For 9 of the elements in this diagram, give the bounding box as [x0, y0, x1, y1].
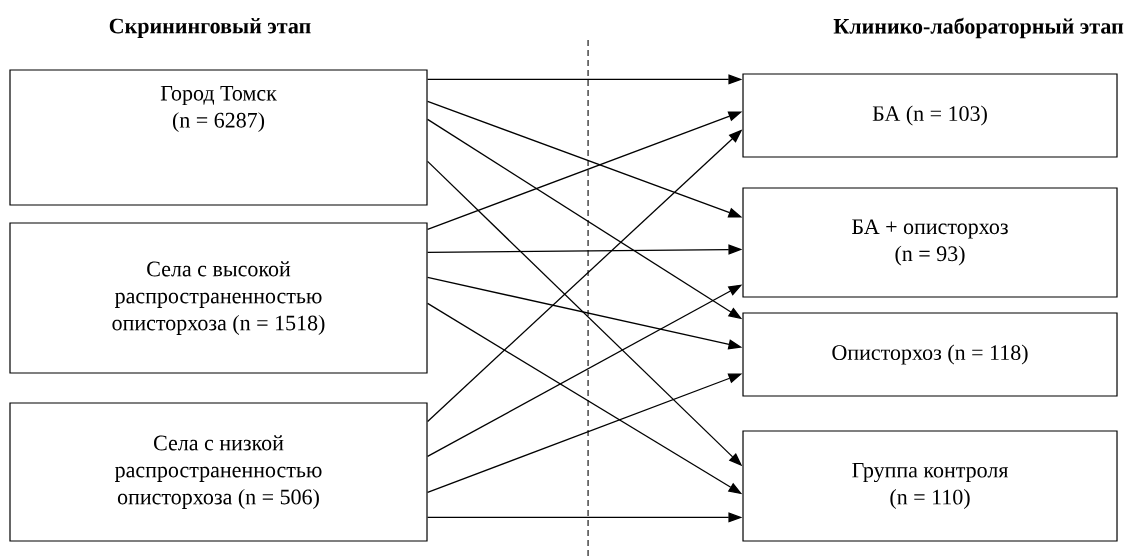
- box: БА (n = 103): [742, 73, 1118, 158]
- column-heading: Клинико-лабораторный этап: [833, 17, 1124, 39]
- box: Описторхоз (n = 118): [742, 312, 1118, 397]
- box: Села с высокой распространенностью описторхоза (n = 1518): [9, 222, 428, 374]
- column-heading: Скрининговый этап: [109, 18, 311, 38]
- box: БА + описторхоз (n = 93): [742, 187, 1118, 298]
- box: Город Томск (n = 6287): [9, 69, 428, 206]
- box: Группа контроля (n = 110): [742, 430, 1118, 542]
- box: Села с низкой распространенностью описторхоза (n = 506): [9, 402, 428, 542]
